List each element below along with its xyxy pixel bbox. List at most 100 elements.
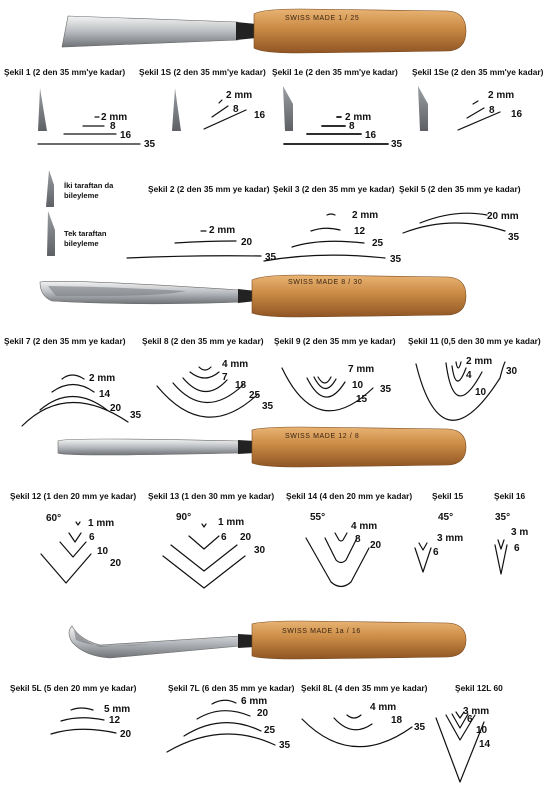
width-label: 2 mm bbox=[101, 112, 127, 123]
width-label: 10 bbox=[476, 725, 488, 736]
width-label: 2 mm bbox=[466, 356, 492, 367]
shape-title-1: Şekil 1 (2 den 35 mm'ye kadar) bbox=[4, 67, 125, 77]
tool-flat-chisel: SWISS MADE 1 / 25 bbox=[61, 8, 467, 54]
width-label: 4 bbox=[466, 370, 472, 381]
shape-13-widths: 90° 1 mm 6 20 30 bbox=[162, 512, 266, 589]
width-label: 6 mm bbox=[241, 696, 267, 707]
angle-label: 90° bbox=[176, 512, 191, 523]
tool-spoon-gouge: SWISS MADE 1a / 16 bbox=[68, 620, 467, 660]
width-label: 35 bbox=[130, 410, 142, 421]
blade-profile-icon bbox=[172, 88, 181, 131]
width-label: 16 bbox=[120, 130, 132, 141]
shape-7l-widths: 6 mm 20 25 35 bbox=[166, 696, 291, 753]
width-label: 14 bbox=[479, 739, 491, 750]
tool-stamp: SWISS MADE 8 / 30 bbox=[288, 279, 362, 286]
width-label: 1 mm bbox=[88, 518, 114, 529]
width-label: 20 mm bbox=[487, 211, 519, 222]
shape-title-13: Şekil 13 (1 den 30 mm ye kadar) bbox=[148, 491, 274, 501]
double-bevel-icon bbox=[46, 170, 54, 207]
width-label: 25 bbox=[264, 725, 276, 736]
width-label: 3 mm bbox=[437, 533, 463, 544]
width-label: 3 mm bbox=[463, 706, 489, 717]
shape-1-widths: 2 mm 8 16 35 bbox=[37, 112, 156, 150]
shape-7-widths: 2 mm 14 20 35 bbox=[21, 373, 142, 427]
width-label: 6 bbox=[221, 532, 227, 543]
shape-14-widths: 55° 4 mm 8 20 bbox=[305, 512, 382, 588]
width-label: 6 bbox=[89, 532, 95, 543]
shape-8-widths: 4 mm 7 18 25 35 bbox=[156, 359, 274, 418]
width-label: 7 mm bbox=[348, 364, 374, 375]
shape-title-1e: Şekil 1e (2 den 35 mm'ye kadar) bbox=[272, 67, 398, 77]
shape-16-widths: 35° 3 m 6 bbox=[494, 512, 528, 575]
shape-5l-widths: 5 mm 12 20 bbox=[50, 704, 132, 740]
width-label: 35 bbox=[144, 139, 156, 150]
width-label: 4 mm bbox=[370, 702, 396, 713]
shape-title-7l: Şekil 7L (6 den 35 mm ye kadar) bbox=[168, 683, 295, 693]
width-label: 6 bbox=[433, 547, 439, 558]
blade-profile-icon bbox=[38, 88, 47, 131]
width-label: 10 bbox=[97, 546, 109, 557]
width-label: 16 bbox=[254, 110, 266, 121]
width-label: 20 bbox=[257, 708, 269, 719]
width-label: 20 bbox=[110, 403, 122, 414]
shape-1s-widths: 2 mm 8 16 bbox=[203, 90, 266, 130]
width-label: 25 bbox=[372, 238, 384, 249]
width-label: 8 bbox=[233, 104, 239, 115]
shape-title-11: Şekil 11 (0,5 den 30 mm ye kadar) bbox=[408, 336, 541, 346]
shape-12l-widths: 3 mm 6 10 14 bbox=[435, 706, 491, 783]
shape-5-widths: 20 mm 35 bbox=[402, 211, 520, 243]
width-label: 8 bbox=[489, 105, 495, 116]
width-label: 10 bbox=[475, 387, 487, 398]
tool-stamp: SWISS MADE 12 / 8 bbox=[285, 433, 359, 440]
blade-profile-icon bbox=[418, 86, 428, 131]
shape-title-5l: Şekil 5L (5 den 20 mm ye kadar) bbox=[10, 683, 137, 693]
angle-label: 45° bbox=[438, 512, 453, 523]
shape-title-1s: Şekil 1S (2 den 35 mm'ye kadar) bbox=[139, 67, 266, 77]
width-label: 2 mm bbox=[488, 90, 514, 101]
width-label: 18 bbox=[235, 380, 247, 391]
width-label: 35 bbox=[262, 401, 274, 412]
shape-title-7: Şekil 7 (2 den 35 mm ye kadar) bbox=[4, 336, 126, 346]
width-label: 35 bbox=[391, 139, 403, 150]
width-label: 4 mm bbox=[222, 359, 248, 370]
shape-title-8: Şekil 8 (2 den 35 mm ye kadar) bbox=[142, 336, 264, 346]
bevel-note: bileyleme bbox=[64, 191, 99, 200]
tool-stamp: SWISS MADE 1a / 16 bbox=[282, 628, 361, 635]
bevel-note: bileyleme bbox=[64, 239, 99, 248]
width-label: 8 bbox=[355, 534, 361, 545]
shape-12-widths: 60° 1 mm 6 10 20 bbox=[40, 513, 122, 584]
shape-title-3: Şekil 3 (2 den 35 mm ye kadar) bbox=[273, 184, 395, 194]
tool-stamp: SWISS MADE 1 / 25 bbox=[285, 15, 359, 22]
angle-label: 35° bbox=[495, 512, 510, 523]
width-label: 6 bbox=[514, 543, 520, 554]
shape-title-5: Şekil 5 (2 den 35 mm ye kadar) bbox=[399, 184, 521, 194]
width-label: 35 bbox=[265, 252, 277, 263]
shape-15-widths: 45° 3 mm 6 bbox=[414, 512, 463, 573]
width-label: 7 bbox=[222, 372, 228, 383]
width-label: 12 bbox=[109, 715, 121, 726]
width-label: 35 bbox=[414, 722, 426, 733]
shape-1e-widths: 2 mm 8 16 35 bbox=[283, 112, 403, 150]
width-label: 35 bbox=[508, 232, 520, 243]
width-label: 18 bbox=[391, 715, 403, 726]
width-label: 6 bbox=[467, 714, 473, 725]
width-label: 20 bbox=[120, 729, 132, 740]
width-label: 2 mm bbox=[209, 225, 235, 236]
width-label: 5 mm bbox=[104, 704, 130, 715]
width-label: 2 mm bbox=[345, 112, 371, 123]
width-label: 20 bbox=[110, 558, 122, 569]
single-bevel-icon bbox=[47, 211, 55, 256]
width-label: 14 bbox=[99, 389, 111, 400]
shape-title-9: Şekil 9 (2 den 35 mm ye kadar) bbox=[274, 336, 396, 346]
width-label: 16 bbox=[365, 130, 377, 141]
shape-title-1se: Şekil 1Se (2 den 35 mm'ye kadar) bbox=[412, 67, 544, 77]
width-label: 2 mm bbox=[89, 373, 115, 384]
width-label: 1 mm bbox=[218, 517, 244, 528]
shape-2-widths: 2 mm 20 35 bbox=[126, 225, 277, 263]
bevel-note: İki taraftan da bbox=[64, 181, 114, 190]
shape-1se-widths: 2 mm 8 16 bbox=[457, 90, 523, 131]
shape-title-15: Şekil 15 bbox=[432, 491, 464, 501]
width-label: 8 bbox=[349, 121, 355, 132]
width-label: 35 bbox=[279, 740, 291, 751]
